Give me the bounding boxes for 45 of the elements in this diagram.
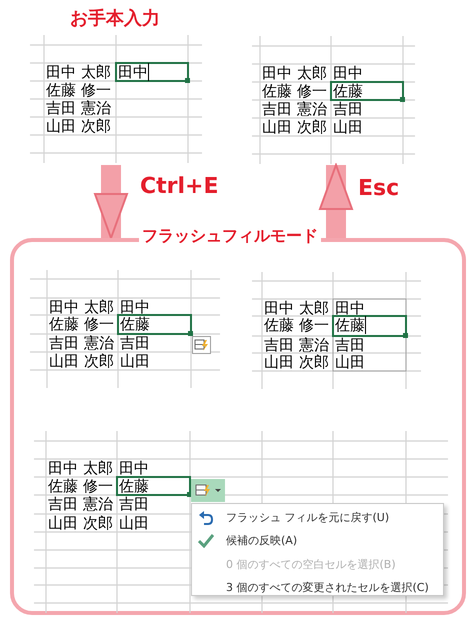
menu-item-text: 3 個のすべての変更されたセルを選択(C)	[226, 580, 429, 596]
cell-text: 田中 太郎	[46, 63, 111, 81]
cell-text: 田中	[333, 64, 363, 82]
cell-text: 山田	[120, 352, 150, 370]
cell-text: 吉田 憲治	[262, 100, 327, 118]
cell-text: 佐藤	[119, 477, 149, 495]
cell-text: 田中 太郎	[264, 299, 329, 317]
cell-text: 山田 次郎	[48, 514, 113, 532]
cell-text: 山田 次郎	[262, 118, 327, 136]
cell-text: 吉田	[333, 100, 363, 118]
cell-text: 佐藤	[120, 315, 150, 333]
cell-text: 山田	[335, 353, 365, 371]
cell-text: 佐藤 修一	[262, 82, 327, 100]
cell-text: 山田 次郎	[46, 117, 111, 135]
menu-item-text: 候補の反映(A)	[226, 533, 298, 549]
cell-text: 田中 太郎	[48, 459, 113, 477]
cell-text: 田中	[120, 298, 150, 316]
menu-item-text: 0 個のすべての空白セルを選択(B)	[226, 557, 396, 573]
heading: お手本入力	[70, 8, 160, 30]
cell-text: 山田	[333, 118, 363, 136]
cell-text: 吉田	[335, 336, 365, 354]
cell-text: 田中	[119, 459, 149, 477]
cell-text: 田中 太郎	[49, 298, 114, 316]
block-arrow	[319, 164, 353, 238]
cell-text: 佐藤	[335, 316, 366, 334]
cell-text: 佐藤 修一	[264, 316, 329, 334]
cell-text: 佐藤 修一	[46, 81, 111, 99]
cell-text: 山田 次郎	[264, 353, 329, 371]
dropdown-menu	[191, 503, 444, 596]
cell-text: 吉田 憲治	[264, 336, 329, 354]
cell-text: 吉田 憲治	[46, 99, 111, 117]
block-arrow	[94, 165, 128, 239]
cell-text: 吉田 憲治	[48, 495, 113, 513]
cell-text: 山田	[119, 514, 149, 532]
cell-text: 佐藤 修一	[48, 477, 113, 495]
cell-text: 田中	[335, 299, 365, 317]
cell-text: 田中	[118, 63, 149, 81]
menu-item-text: フラッシュ フィルを元に戻す(U)	[226, 510, 390, 526]
cell-text: 田中 太郎	[262, 64, 327, 82]
cell-text: 山田 次郎	[49, 352, 114, 370]
cell-text: 佐藤	[333, 82, 363, 100]
cell-text: 佐藤 修一	[49, 315, 114, 333]
cell-text: 吉田	[119, 495, 149, 513]
cell-text: 吉田 憲治	[49, 334, 114, 352]
cell-text: 吉田	[120, 334, 150, 352]
